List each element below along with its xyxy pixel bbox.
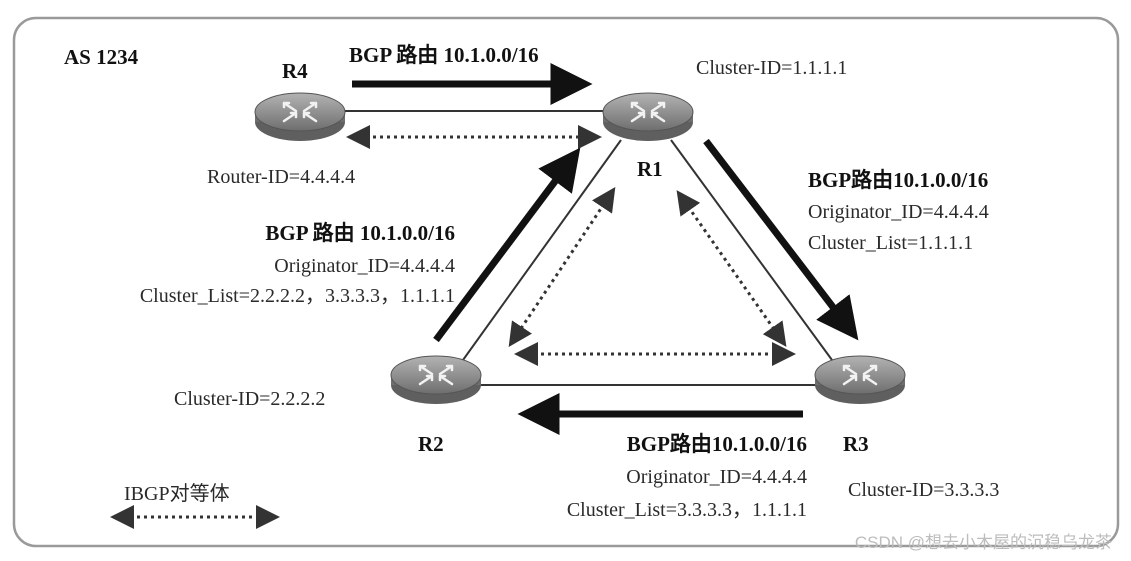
router-r1-cluster-id: Cluster-ID=1.1.1.1 [696, 57, 847, 79]
router-r2-name: R2 [418, 432, 444, 456]
router-r4 [254, 92, 346, 141]
route-r1-r3-title: BGP路由10.1.0.0/16 [808, 168, 988, 192]
route-r2-r1-title: BGP 路由 10.1.0.0/16 [265, 221, 455, 245]
route-r2-r1-originator: Originator_ID=4.4.4.4 [274, 255, 455, 277]
legend-label: IBGP对等体 [124, 482, 230, 505]
router-r2-cluster-id: Cluster-ID=2.2.2.2 [174, 388, 325, 410]
router-r2 [390, 355, 482, 404]
router-arrows-icon [842, 364, 878, 386]
route-arrows [352, 63, 859, 435]
router-arrows-icon [630, 101, 666, 123]
peer-r1-r2 [508, 187, 616, 347]
router-arrows-icon [418, 364, 454, 386]
route-arrow-r2-r1 [433, 147, 581, 343]
route-arrow-r1-r3 [703, 138, 859, 341]
watermark: CSDN @想去小木屋的沉稳乌龙茶 [855, 533, 1112, 552]
route-r3-r2-originator: Originator_ID=4.4.4.4 [626, 466, 807, 488]
router-r1-name: R1 [637, 157, 663, 181]
ibgp-peer-links [346, 125, 796, 366]
router-r3-name: R3 [843, 432, 869, 456]
as-label: AS 1234 [64, 45, 139, 69]
router-arrows-icon [282, 101, 318, 123]
router-r1 [602, 92, 694, 141]
route-r3-r2-cluster-list: Cluster_List=3.3.3.3，1.1.1.1 [567, 499, 807, 521]
route-r3-r2-title: BGP路由10.1.0.0/16 [627, 432, 807, 456]
route-r4-r1-title: BGP 路由 10.1.0.0/16 [349, 43, 539, 67]
router-r3-cluster-id: Cluster-ID=3.3.3.3 [848, 479, 999, 501]
route-r1-r3-originator: Originator_ID=4.4.4.4 [808, 201, 989, 223]
route-r1-r3-cluster-list: Cluster_List=1.1.1.1 [808, 232, 973, 254]
router-r4-name: R4 [282, 59, 308, 83]
router-r4-router-id: Router-ID=4.4.4.4 [207, 166, 355, 188]
as-frame [12, 16, 1120, 548]
peer-r1-r3 [676, 190, 787, 347]
router-r3 [814, 355, 906, 404]
route-r2-r1-cluster-list: Cluster_List=2.2.2.2，3.3.3.3，1.1.1.1 [140, 285, 455, 307]
